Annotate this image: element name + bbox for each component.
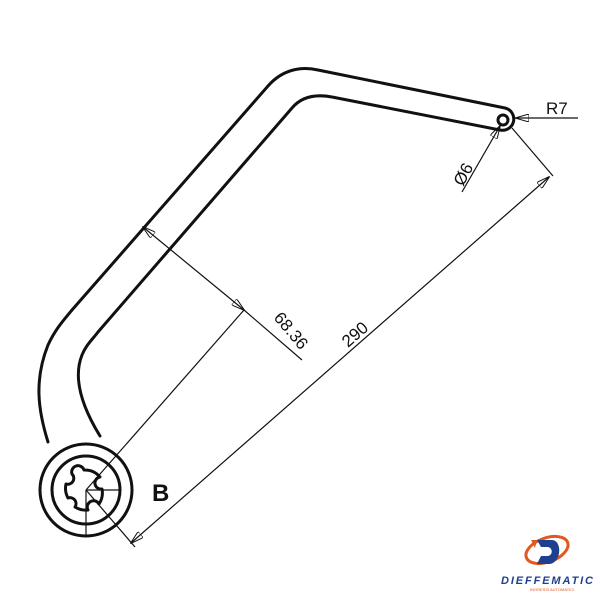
end-hole [496, 113, 510, 127]
logo-mark-icon [537, 540, 560, 564]
dimension-r7: R7 [516, 99, 578, 118]
dimension-290-label: 290 [338, 318, 372, 351]
dimension-68-36-label: 68.36 [270, 308, 312, 353]
radius-label: R7 [546, 99, 568, 118]
end-cap [498, 106, 516, 132]
hole-diameter-label: Ø6 [450, 160, 477, 189]
section-label: B [152, 480, 169, 507]
dimension-hole-diameter: Ø6 [450, 126, 500, 193]
lever-arm [37, 67, 516, 444]
dieffematic-logo: DIEFFEMATIC INGRESSI AUTOMATICI [501, 534, 594, 592]
logo-tagline: INGRESSI AUTOMATICI [530, 587, 574, 592]
logo-brand-text: DIEFFEMATIC [501, 575, 594, 587]
dimension-68-36: 68.36 [85, 227, 312, 491]
